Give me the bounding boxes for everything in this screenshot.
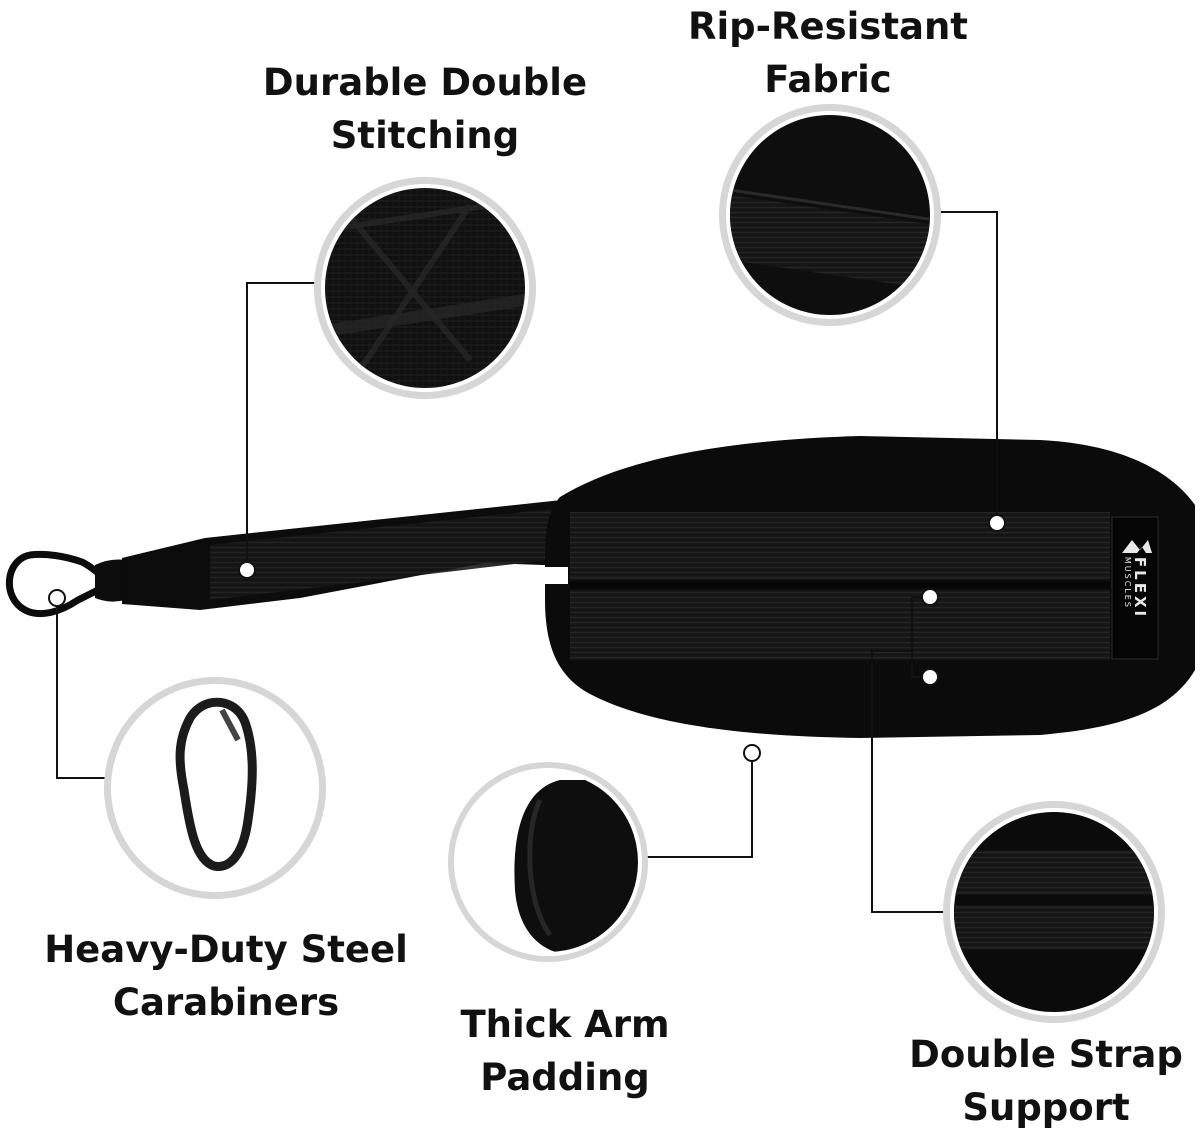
brand-logo-icon	[1122, 540, 1152, 553]
carabiner-clip	[6, 550, 116, 618]
anchor-dots	[48, 514, 1006, 762]
zoom-circle-carabiner	[104, 677, 326, 899]
label-carabiners-line1: Heavy-Duty Steel	[44, 928, 408, 971]
upper-elastic-strap	[570, 512, 1110, 580]
zoom-circle-stitching	[314, 177, 536, 399]
zoom-circle-padding	[448, 762, 648, 962]
ab-strap-product	[6, 436, 1195, 738]
label-stitching-line1: Durable Double	[262, 61, 588, 104]
label-padding: Thick Arm Padding	[450, 998, 680, 1104]
label-fabric-line2: Fabric	[764, 58, 892, 101]
anchor-dot-strap-lower	[921, 668, 939, 686]
label-straps: Double Strap Support	[900, 1028, 1192, 1134]
brand-wordmark: FLEXI MUSCLES	[1122, 556, 1150, 620]
label-carabiners-line2: Carabiners	[112, 981, 340, 1024]
label-fabric: Rip-Resistant Fabric	[685, 0, 971, 106]
lower-elastic-strap	[570, 590, 1110, 660]
label-padding-line1: Thick Arm	[460, 1003, 670, 1046]
label-straps-line1: Double Strap	[909, 1033, 1183, 1076]
label-straps-line2: Support	[962, 1086, 1130, 1129]
anchor-dot-fabric	[988, 514, 1006, 532]
label-carabiners: Heavy-Duty Steel Carabiners	[36, 923, 416, 1029]
anchor-dot-stitching	[238, 561, 256, 579]
anchor-dot-padding	[743, 744, 761, 762]
carabiner-icon	[175, 697, 257, 871]
anchor-dot-carabiner	[48, 589, 66, 607]
label-stitching-line2: Stitching	[330, 114, 520, 157]
label-padding-line2: Padding	[480, 1056, 650, 1099]
brand-tag: FLEXI MUSCLES	[1112, 517, 1158, 659]
brand-name: FLEXI	[1131, 556, 1150, 620]
label-stitching: Durable Double Stitching	[257, 56, 593, 162]
connector-lines	[56, 211, 998, 913]
zoom-circle-straps	[943, 801, 1165, 1023]
anchor-dot-strap-upper	[921, 588, 939, 606]
zoom-circle-fabric	[719, 104, 941, 326]
label-fabric-line1: Rip-Resistant	[687, 5, 968, 48]
brand-tag-patch	[1111, 516, 1159, 660]
